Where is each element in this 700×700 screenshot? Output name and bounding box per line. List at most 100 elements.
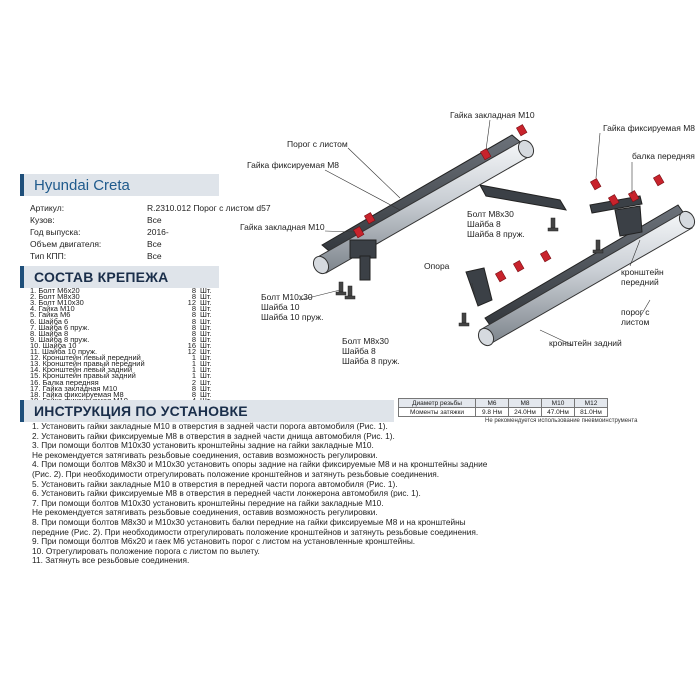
spec-label: Артикул:: [30, 203, 65, 213]
torque-value-row: Моменты затяжки 9.8 Нм 24.0Нм 47.0Нм 81.…: [398, 407, 608, 417]
part-name: 16. Балка передняя: [30, 377, 99, 387]
label-bolt-m8-lower: Болт М8х30: [342, 336, 389, 346]
torque-cell: Моменты затяжки: [398, 407, 476, 417]
part-qty: 1: [191, 365, 196, 375]
label-front-bracket-1: кронштейн: [621, 267, 664, 277]
torque-cell: M10: [541, 398, 575, 408]
torque-cell: M8: [508, 398, 542, 408]
part-qty: 1: [191, 353, 196, 363]
part-name: 2. Болт М8х30: [30, 292, 80, 302]
torque-cell: M6: [475, 398, 509, 408]
instruction-line: Не рекомендуется затягивать резьбовые со…: [32, 449, 378, 460]
label-front-bracket-2: передний: [621, 277, 659, 287]
part-name: 11. Шайба 10 пруж.: [30, 347, 98, 356]
parts-heading: СОСТАВ КРЕПЕЖА: [34, 269, 169, 285]
part-qty: 1: [191, 371, 196, 381]
instruction-line: 11. Затянуть все резьбовые соединения.: [32, 555, 190, 566]
part-name: 5. Гайка М6: [30, 310, 71, 320]
label-step-with-sheet: Порог с листом: [287, 139, 348, 149]
label-washer8sp-upper: Шайба 8 пруж.: [467, 229, 525, 239]
part-name: 7. Шайба 6 пруж.: [30, 322, 90, 332]
part-name: 6. Шайба 6: [30, 316, 69, 326]
torque-table: Диаметр резьбы M6 M8 M10 M12 Моменты зат…: [398, 398, 608, 417]
label-nut-m10-top: Гайка закладная М10: [450, 110, 535, 120]
label-support: Опора: [424, 261, 450, 271]
part-qty: 8: [191, 304, 196, 314]
part-qty: 16: [187, 340, 196, 350]
part-name: 9. Шайба 8 пруж.: [30, 334, 90, 344]
spec-value: 2016-: [147, 227, 169, 237]
spec-label: Год выпуска:: [30, 227, 81, 237]
label-bolt-m10: Болт М10х30: [261, 292, 313, 302]
part-qty: 8: [191, 334, 196, 344]
spec-value: R.2310.012 Порог с листом d57: [147, 203, 271, 213]
label-nut-m10-left: Гайка закладная М10: [240, 222, 325, 232]
fastener-nuts: [352, 124, 665, 283]
part-qty: 8: [191, 322, 196, 332]
spec-value: Все: [147, 239, 162, 249]
part-qty: 1: [191, 359, 196, 369]
part-unit: Шт.: [200, 322, 212, 332]
spec-label: Тип КПП:: [30, 251, 67, 261]
instruction-line: 9. При помощи болтов М6х20 и гаек М6 уст…: [32, 536, 416, 547]
instruction-line: 7. При помощи болтов М10х30 установить к…: [32, 497, 384, 508]
part-unit: Шт.: [200, 328, 212, 338]
part-unit: Шт.: [200, 365, 212, 375]
part-qty: 8: [191, 383, 196, 393]
part-unit: Шт.: [200, 304, 212, 314]
part-name: 8. Шайба 8: [30, 328, 69, 338]
part-name: 18. Гайка фиксируемая М8: [30, 389, 124, 399]
part-unit: Шт.: [200, 353, 212, 363]
part-unit: Шт.: [200, 310, 212, 320]
instruction-line: Не рекомендуется затягивать резьбовые со…: [32, 507, 378, 518]
instruction-line: 6. Установить гайки фиксируемые М8 в отв…: [32, 488, 421, 499]
label-nut-fixed-m8-right: Гайка фиксируемая М8: [603, 123, 695, 133]
part-name: 17. Гайка закладная М10: [30, 383, 118, 393]
part-qty: 8: [191, 292, 196, 302]
part-qty: 2: [191, 377, 196, 387]
instruction-line: 1. Установить гайки закладные М10 в отве…: [32, 421, 388, 431]
torque-note: Не рекомендуется использование пневмоинс…: [485, 418, 638, 424]
product-title: Hyundai Creta: [34, 177, 130, 194]
part-name: 4. Гайка М10: [30, 304, 75, 314]
leader-lines: [299, 119, 651, 346]
instructions-heading-band: [20, 400, 394, 422]
instruction-line: 8. При помощи болтов М8х30 и М10х30 уста…: [32, 517, 466, 527]
part-unit: Шт.: [200, 334, 212, 344]
part-name: 12. Кронштейн левый передний: [30, 353, 141, 363]
instruction-line: 4. При помощи болтов М8х30 и М10х30 уста…: [32, 459, 488, 470]
part-qty: 8: [191, 310, 196, 320]
part-qty: 8: [191, 316, 196, 326]
part-name: 15. Кронштейн правый задний: [30, 371, 136, 381]
installation-diagram: Гайка закладная М10 Порог с листом Гайка…: [240, 110, 696, 366]
label-front-beam: балка передняя: [632, 151, 695, 161]
part-name: 1. Болт М6х20: [30, 286, 80, 295]
instruction-line: (Рис. 2). При необходимости отрегулирова…: [32, 469, 440, 479]
part-qty: 12: [187, 298, 196, 308]
part-qty: 12: [187, 347, 196, 356]
torque-cell: Диаметр резьбы: [398, 398, 476, 408]
label-step-sheet-2a: порог с: [621, 307, 650, 317]
torque-cell: 81.0Нм: [574, 407, 608, 417]
title-band: [20, 174, 219, 196]
lower-side-step: [465, 195, 696, 347]
instruction-line: передние (Рис. 2). При необходимости отр…: [32, 526, 479, 537]
instruction-line: 2. Установить гайки фиксируемые М8 в отв…: [32, 430, 395, 441]
torque-cell: 24.0Нм: [508, 407, 542, 417]
part-unit: Шт.: [200, 371, 212, 381]
torque-cell: M12: [574, 398, 608, 408]
part-unit: Шт.: [200, 389, 212, 399]
torque-header-row: Диаметр резьбы M6 M8 M10 M12: [398, 398, 608, 408]
label-rear-bracket: кронштейн задний: [549, 338, 622, 348]
part-unit: Шт.: [200, 316, 212, 326]
label-washer8sp-lower: Шайба 8 пруж.: [342, 356, 400, 366]
label-nut-fixed-m8-left: Гайка фиксируемая М8: [247, 160, 339, 170]
instruction-line: 5. Установить гайки закладные М10 в отве…: [32, 478, 398, 489]
part-qty: 8: [191, 328, 196, 338]
spec-value: Все: [147, 215, 162, 225]
instructions-heading: ИНСТРУКЦИЯ ПО УСТАНОВКЕ: [34, 403, 248, 419]
part-qty: 8: [191, 286, 196, 295]
label-washer10sp: Шайба 10 пруж.: [261, 312, 323, 322]
label-step-sheet-2b: листом: [621, 317, 649, 327]
part-unit: Шт.: [200, 359, 212, 369]
